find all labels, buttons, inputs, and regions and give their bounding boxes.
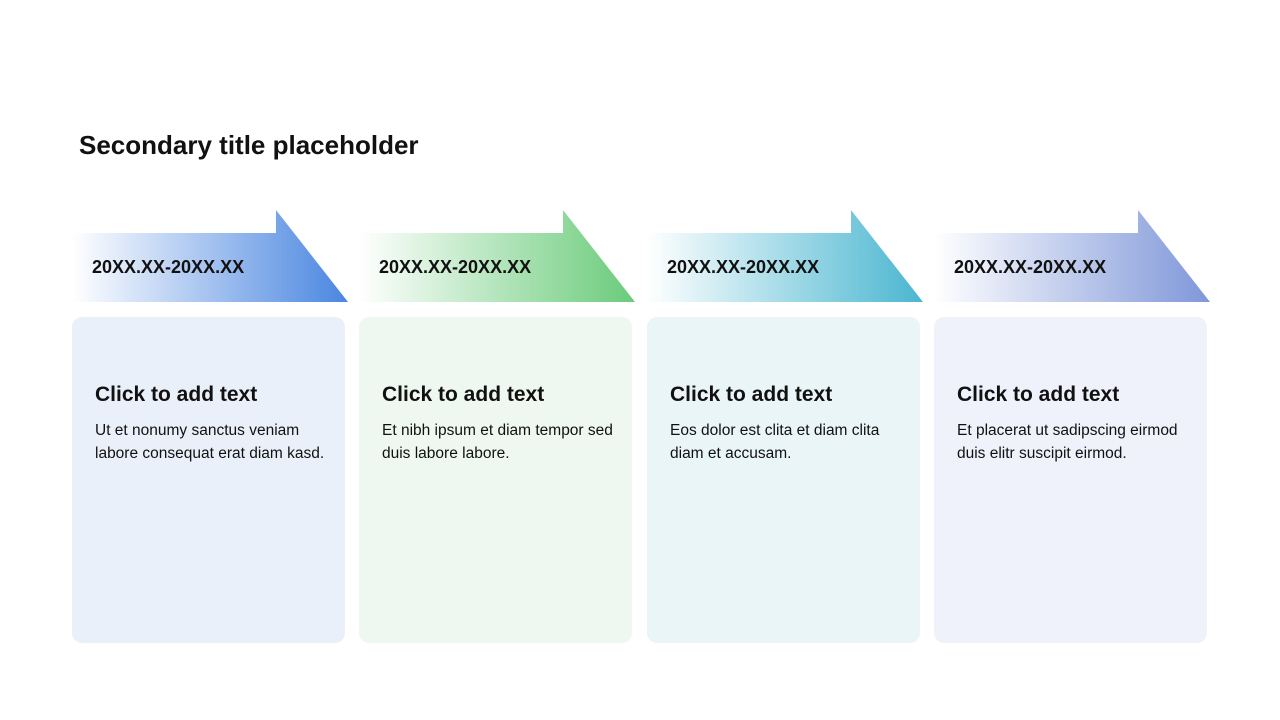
- timeline-column: 20XX.XX-20XX.XX Click to add text Eos do…: [647, 208, 927, 648]
- card-text[interactable]: Et placerat ut sadipscing eirmod duis el…: [957, 422, 1178, 462]
- timeline-column: 20XX.XX-20XX.XX Click to add text Et pla…: [934, 208, 1214, 648]
- period-label: 20XX.XX-20XX.XX: [379, 257, 532, 277]
- card-heading[interactable]: Click to add text: [957, 383, 1120, 406]
- card-text[interactable]: Et nibh ipsum et diam tempor sed duis la…: [382, 422, 613, 462]
- arrow-banner: [647, 210, 923, 302]
- content-card[interactable]: Click to add text Ut et nonumy sanctus v…: [72, 317, 345, 643]
- period-label: 20XX.XX-20XX.XX: [92, 257, 245, 277]
- content-card[interactable]: Click to add text Et placerat ut sadipsc…: [934, 317, 1207, 643]
- timeline-column: 20XX.XX-20XX.XX Click to add text Et nib…: [359, 208, 639, 648]
- arrow-banner: [934, 210, 1210, 302]
- card-heading[interactable]: Click to add text: [670, 383, 833, 406]
- content-card[interactable]: Click to add text Eos dolor est clita et…: [647, 317, 920, 643]
- card-heading[interactable]: Click to add text: [95, 383, 258, 406]
- card-text[interactable]: Eos dolor est clita et diam clita diam e…: [670, 422, 880, 462]
- period-label: 20XX.XX-20XX.XX: [954, 257, 1107, 277]
- slide-title: Secondary title placeholder: [79, 130, 419, 160]
- arrow-banner: [359, 210, 635, 302]
- period-label: 20XX.XX-20XX.XX: [667, 257, 820, 277]
- content-card[interactable]: Click to add text Et nibh ipsum et diam …: [359, 317, 632, 643]
- card-heading[interactable]: Click to add text: [382, 383, 545, 406]
- arrow-banner: [72, 210, 348, 302]
- card-text[interactable]: Ut et nonumy sanctus veniam labore conse…: [95, 422, 325, 462]
- timeline-column: 20XX.XX-20XX.XX Click to add text Ut et …: [72, 208, 352, 648]
